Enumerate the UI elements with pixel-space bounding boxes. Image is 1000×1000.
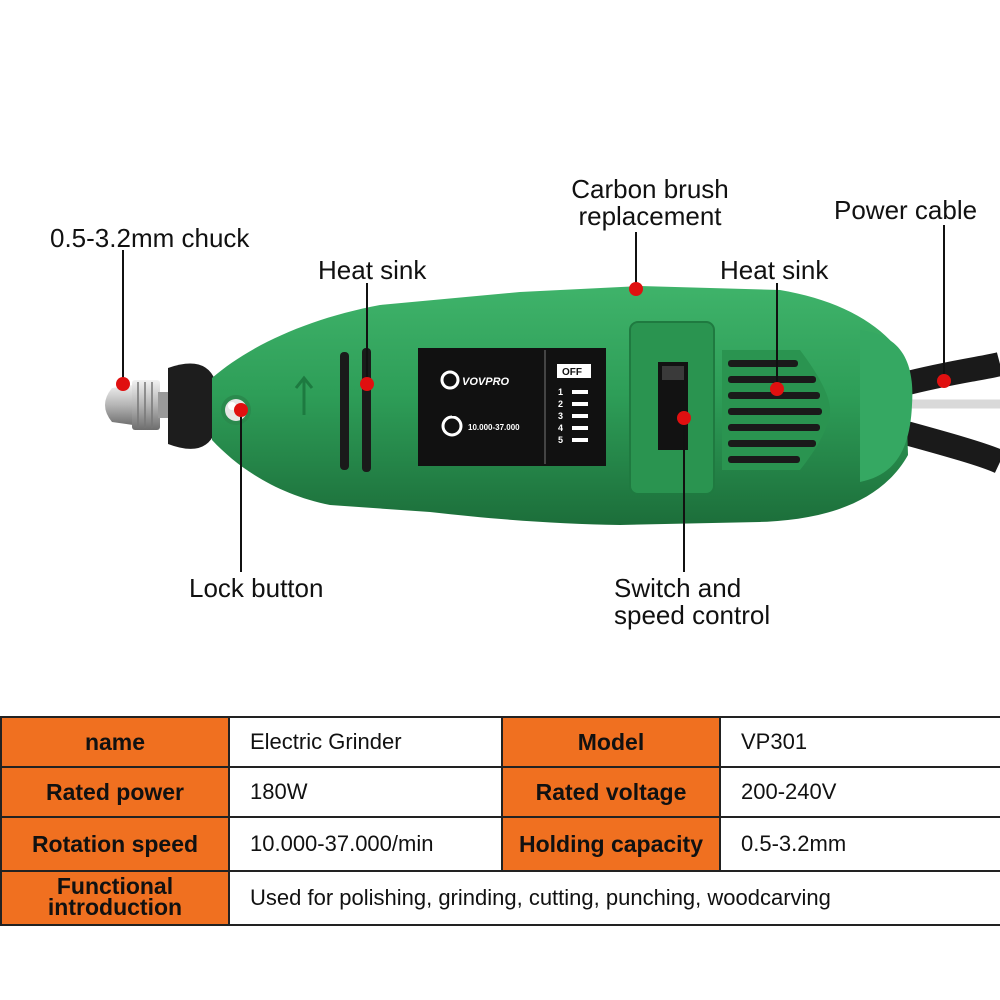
callout-carbon-brush-line2: replacement: [578, 201, 722, 231]
callout-heat-sink-right: Heat sink: [720, 255, 829, 285]
name-value: Electric Grinder: [228, 716, 503, 768]
marker-heat-sink-right: [770, 382, 784, 396]
func-value: Used for polishing, grinding, cutting, p…: [228, 870, 1000, 926]
leader-lines: [122, 225, 945, 572]
speed-levels: 1 2 3 4 5: [558, 387, 588, 445]
speed-label: Rotation speed: [0, 816, 230, 872]
power-label: Rated power: [0, 766, 230, 818]
callout-carbon-brush-line1: Carbon brush: [571, 174, 729, 204]
switch-off-text: OFF: [562, 367, 582, 378]
table-row: Rotation speed 10.000-37.000/min Holding…: [0, 816, 1000, 872]
callout-power-cable: Power cable: [834, 195, 978, 225]
func-label-line2: introduction: [47, 893, 183, 920]
marker-power-cable: [937, 374, 951, 388]
callout-switch: Switch and speed control: [614, 575, 770, 629]
speed-range-text: 10.000-37.000: [468, 423, 520, 432]
callout-carbon-brush: Carbon brush replacement: [560, 176, 740, 230]
grinder-illustration: VOVPRO 10.000-37.000 OFF 1 2 3 4 5: [105, 225, 1000, 572]
speed-level-3: 3: [558, 411, 563, 421]
speed-level-5: 5: [558, 435, 563, 445]
heat-sink-right: [722, 350, 830, 470]
func-label-line1: Functional: [56, 872, 174, 899]
capacity-label: Holding capacity: [501, 816, 721, 872]
speed-level-2: 2: [558, 399, 563, 409]
power-value: 180W: [228, 766, 503, 818]
speed-dial-icon: [441, 412, 463, 437]
arrow-marking: [294, 375, 314, 415]
marker-chuck: [116, 377, 130, 391]
marker-carbon-brush: [629, 282, 643, 296]
callout-switch-line1: Switch and: [614, 573, 742, 603]
func-label: Functional introduction: [0, 870, 230, 926]
table-row: Functional introduction Used for polishi…: [0, 870, 1000, 926]
voltage-label: Rated voltage: [501, 766, 721, 818]
callout-switch-line2: speed control: [614, 600, 771, 630]
model-label: Model: [501, 716, 721, 768]
table-row: Rated power 180W Rated voltage 200-240V: [0, 766, 1000, 818]
callout-lock-button: Lock button: [189, 573, 324, 603]
brand-logo: VOVPRO: [440, 370, 510, 390]
name-label: name: [0, 716, 230, 768]
model-value: VP301: [719, 716, 1000, 768]
chuck: [105, 363, 215, 449]
callout-heat-sink-left: Heat sink: [318, 255, 427, 285]
speed-level-1: 1: [558, 387, 563, 397]
marker-heat-sink-left: [360, 377, 374, 391]
capacity-value: 0.5-3.2mm: [719, 816, 1000, 872]
speed-level-4: 4: [558, 423, 563, 433]
marker-dots: [116, 282, 951, 425]
specs-table: name Electric Grinder Model VP301 Rated …: [0, 716, 1000, 926]
brand-text: VOVPRO: [462, 376, 510, 388]
display-panel: VOVPRO 10.000-37.000 OFF 1 2 3 4 5: [418, 348, 606, 466]
callout-chuck: 0.5-3.2mm chuck: [50, 223, 250, 253]
marker-switch: [677, 411, 691, 425]
switch-housing: [629, 321, 715, 495]
table-row: name Electric Grinder Model VP301: [0, 716, 1000, 768]
marker-lock-button: [234, 403, 248, 417]
rear-collar: [860, 330, 913, 482]
voltage-value: 200-240V: [719, 766, 1000, 818]
speed-value: 10.000-37.000/min: [228, 816, 503, 872]
